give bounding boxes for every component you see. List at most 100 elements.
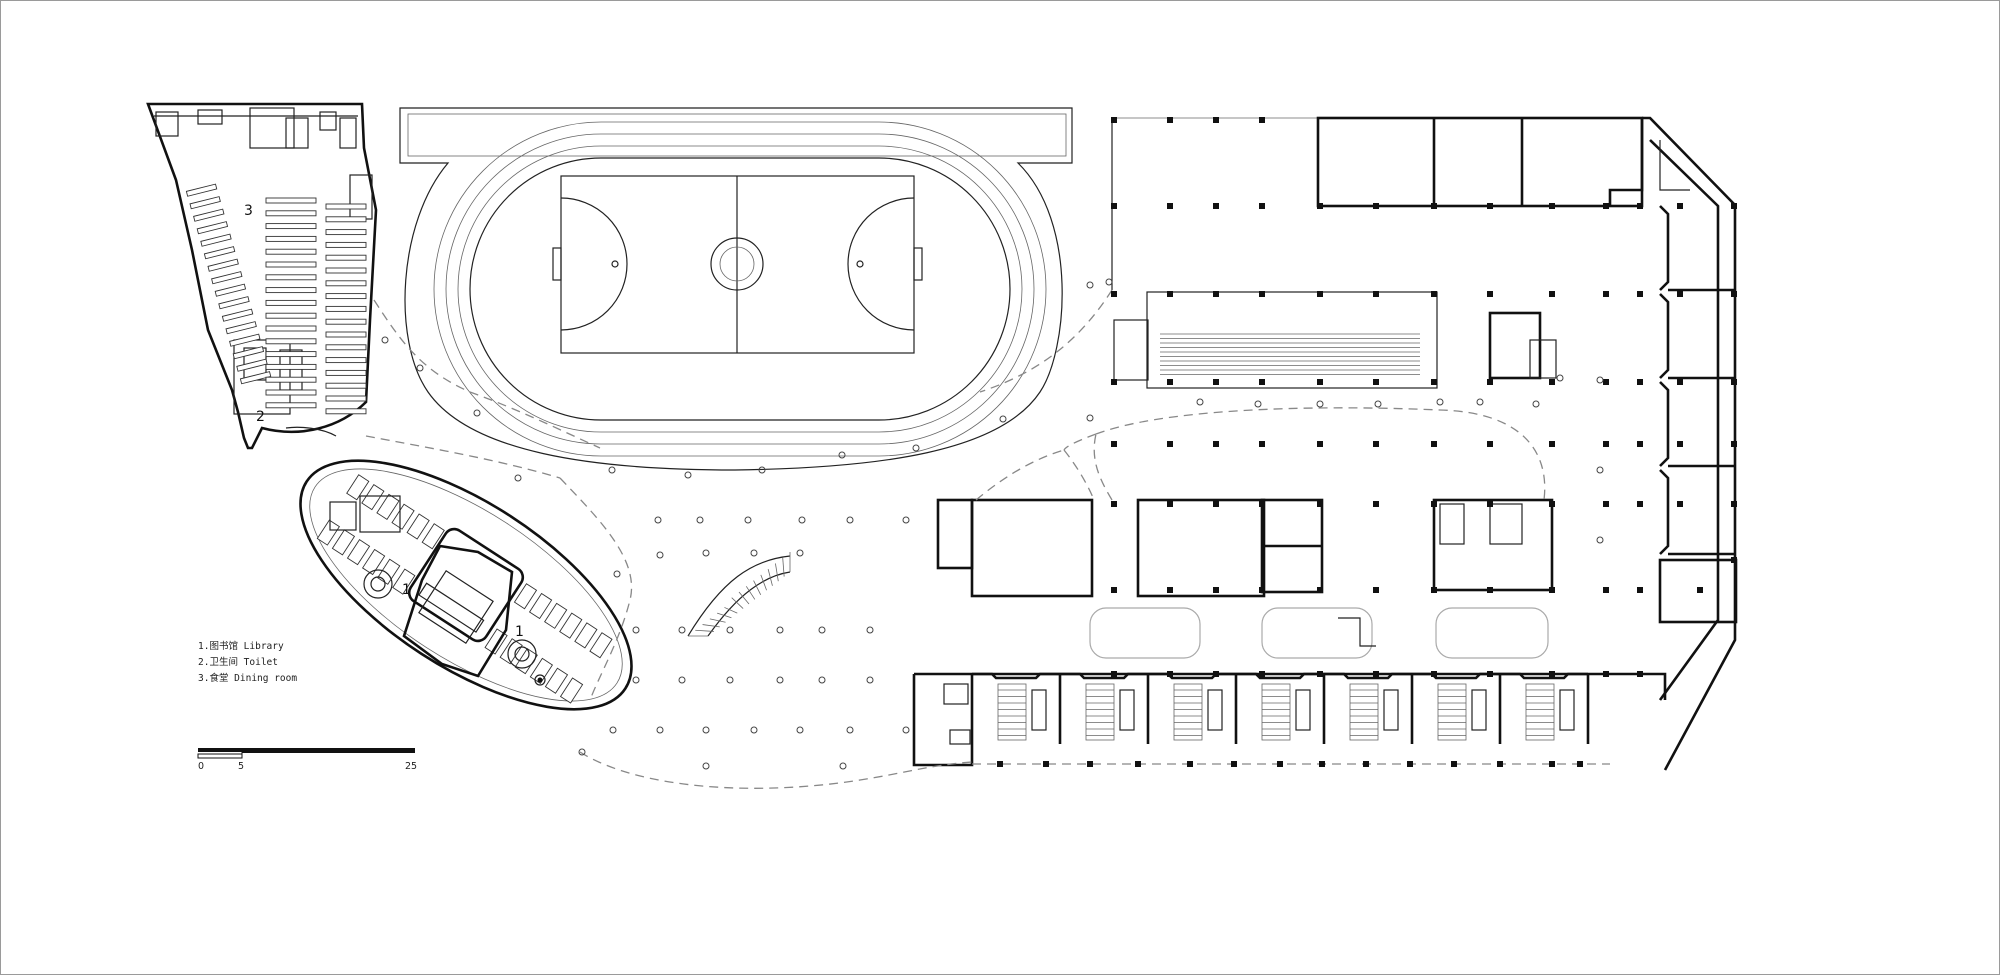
reading-seat [346, 539, 371, 566]
stair-tread [760, 574, 767, 591]
column [1317, 379, 1323, 385]
classroom-wall [1060, 672, 1148, 680]
table-seat [265, 261, 317, 268]
column [1487, 203, 1493, 209]
lift-box [943, 683, 969, 705]
column [1317, 203, 1323, 209]
table-seat [325, 331, 367, 338]
column [1549, 203, 1555, 209]
column [1259, 117, 1265, 123]
stair-tread [775, 563, 779, 582]
column [1167, 441, 1173, 447]
column [1167, 379, 1173, 385]
reading-seat [421, 523, 445, 550]
table-seat [265, 248, 317, 255]
column [1731, 291, 1737, 297]
tree-circle [578, 748, 586, 756]
table-seat [325, 254, 367, 261]
column [1259, 441, 1265, 447]
table-seat [229, 333, 261, 347]
tree-circle [750, 726, 758, 734]
table-seat [325, 267, 367, 274]
table-seat [325, 305, 367, 312]
column [1497, 761, 1503, 767]
table-seat [265, 402, 317, 409]
table-seat [325, 293, 367, 300]
room-number-3: 3 [244, 203, 253, 219]
column [1187, 761, 1193, 767]
reading-seat [392, 568, 416, 595]
column [1111, 291, 1117, 297]
column [1231, 761, 1237, 767]
tree-circle [702, 549, 710, 557]
classroom-stair [997, 683, 1027, 741]
scale-tick-0: 0 [198, 761, 204, 772]
tree-circle [1476, 398, 1484, 406]
reading-seat [377, 558, 401, 585]
classroom-wall [972, 672, 1060, 680]
tree-circle [866, 626, 874, 634]
tree-circle [912, 444, 920, 452]
column [1363, 761, 1369, 767]
column [1213, 501, 1219, 507]
tree-circle [999, 415, 1007, 423]
table-seat [325, 216, 367, 223]
tree-circle [702, 762, 710, 770]
table-seat [200, 233, 232, 247]
column [1487, 291, 1493, 297]
stair-tread [753, 580, 762, 596]
table-seat [196, 221, 229, 235]
tree-circle [818, 676, 826, 684]
column [1431, 441, 1437, 447]
table-seat [193, 208, 225, 222]
column [1731, 379, 1737, 385]
column [1111, 671, 1117, 677]
classroom-stair [1261, 683, 1291, 741]
stair-tread [702, 624, 720, 628]
stair-tread [724, 607, 738, 614]
tree-circle [1532, 400, 1540, 408]
tree-circle [776, 676, 784, 684]
curved-stair [687, 552, 791, 637]
table-seat [325, 229, 367, 236]
tree-circle [839, 762, 847, 770]
reading-seat [346, 474, 370, 501]
classroom-stair [1525, 683, 1555, 741]
column [1603, 501, 1609, 507]
classroom-door [1119, 689, 1135, 731]
scale-tick-25: 25 [405, 761, 417, 772]
table-seat [185, 183, 218, 197]
column [1317, 291, 1323, 297]
tree-circle [1436, 398, 1444, 406]
column [1603, 203, 1609, 209]
table-seat [265, 338, 317, 345]
table-seat [207, 258, 239, 272]
column [1431, 203, 1437, 209]
column [1637, 587, 1643, 593]
table-seat [325, 382, 367, 389]
reading-seat [574, 622, 598, 649]
column [1603, 671, 1609, 677]
table-seat [265, 235, 317, 242]
column [1259, 291, 1265, 297]
classroom-wall [1236, 672, 1324, 680]
classroom-wall [1148, 672, 1236, 680]
tree-circle [796, 726, 804, 734]
column [1167, 203, 1173, 209]
table-seat [265, 376, 317, 383]
room-partition [1659, 381, 1670, 467]
tree-circle [678, 626, 686, 634]
reading-seat [361, 548, 386, 576]
stair-tread [782, 557, 785, 577]
stair-tread [709, 618, 726, 623]
column [1731, 557, 1737, 563]
column [1111, 203, 1117, 209]
stair-tread [738, 591, 750, 605]
column [1213, 379, 1219, 385]
column [1677, 203, 1683, 209]
column [1213, 203, 1219, 209]
oval-library-building: 1 1 [299, 459, 633, 711]
column [1637, 203, 1643, 209]
tree-circle [1086, 281, 1094, 289]
classroom-stair [1437, 683, 1467, 741]
